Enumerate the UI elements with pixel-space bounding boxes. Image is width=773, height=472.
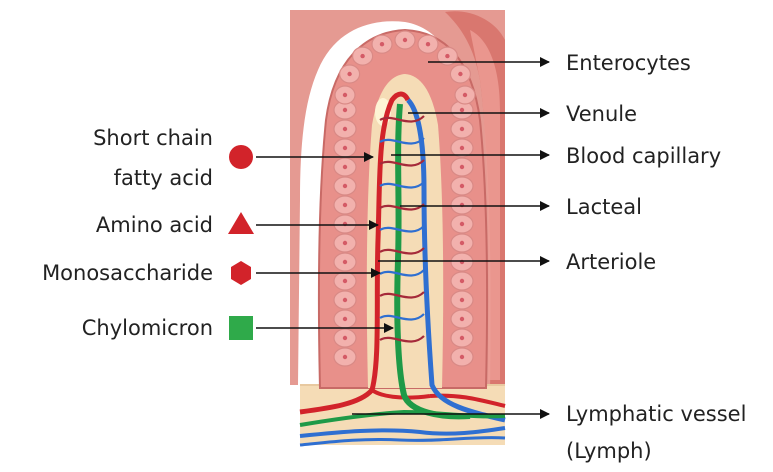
molecule-markers — [228, 145, 254, 340]
label-monosaccharide: Monosaccharide — [42, 260, 213, 286]
cell-nucleus — [343, 336, 347, 340]
cell-nucleus — [426, 42, 430, 46]
cell-nucleus — [460, 336, 464, 340]
cell-nucleus — [460, 184, 464, 188]
cell-nucleus — [403, 38, 407, 42]
cell-nucleus — [463, 93, 467, 97]
cell-nucleus — [460, 279, 464, 283]
cell-nucleus — [343, 108, 347, 112]
cell-nucleus — [343, 93, 347, 97]
cell-nucleus — [360, 54, 364, 58]
cell-nucleus — [343, 279, 347, 283]
cell-nucleus — [347, 72, 351, 76]
cell-nucleus — [343, 127, 347, 131]
label-lacteal: Lacteal — [566, 194, 642, 220]
chylomicron-marker — [229, 316, 253, 340]
monosaccharide-marker — [231, 261, 251, 285]
cell-nucleus — [460, 165, 464, 169]
cell-nucleus — [343, 203, 347, 207]
cell-nucleus — [380, 42, 384, 46]
cell-nucleus — [343, 146, 347, 150]
cell-nucleus — [343, 241, 347, 245]
cell-nucleus — [343, 317, 347, 321]
cell-nucleus — [343, 298, 347, 302]
cell-nucleus — [343, 184, 347, 188]
label-amino-acid: Amino acid — [96, 212, 213, 238]
cell-nucleus — [458, 72, 462, 76]
short-chain-fatty-acid-marker — [229, 145, 253, 169]
label-enterocytes: Enterocytes — [566, 50, 691, 76]
label-chylomicron: Chylomicron — [82, 315, 213, 341]
label-lymph: (Lymph) — [566, 438, 652, 464]
cell-nucleus — [460, 146, 464, 150]
cell-nucleus — [343, 260, 347, 264]
cell-nucleus — [445, 54, 449, 58]
cell-nucleus — [460, 317, 464, 321]
cell-nucleus — [460, 222, 464, 226]
label-blood-capillary: Blood capillary — [566, 143, 721, 169]
cell-nucleus — [460, 108, 464, 112]
cell-nucleus — [460, 298, 464, 302]
label-venule: Venule — [566, 101, 637, 127]
cell-nucleus — [460, 355, 464, 359]
cell-nucleus — [460, 127, 464, 131]
cell-nucleus — [343, 165, 347, 169]
label-short-chain: Short chain — [93, 125, 213, 151]
amino-acid-marker — [228, 212, 254, 234]
cell-nucleus — [343, 355, 347, 359]
label-lymphatic-vessel: Lymphatic vessel — [566, 401, 746, 427]
label-fatty-acid: fatty acid — [114, 165, 213, 191]
label-arteriole: Arteriole — [566, 249, 656, 275]
cell-nucleus — [460, 241, 464, 245]
